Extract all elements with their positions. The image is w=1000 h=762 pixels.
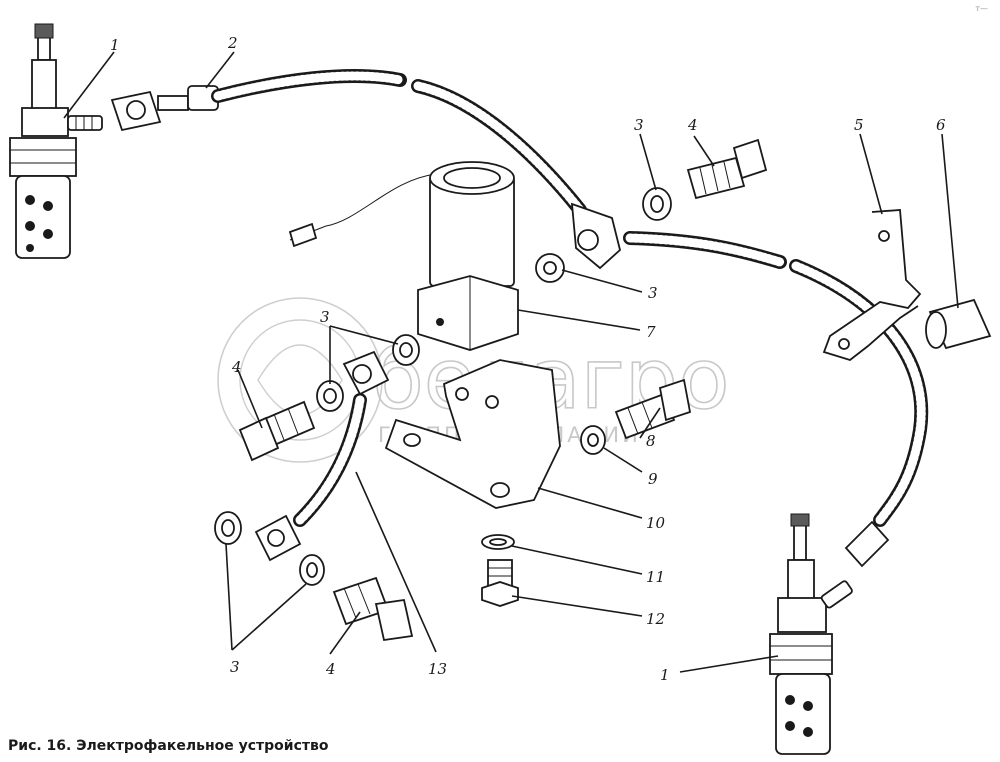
callout-8: 8 xyxy=(646,432,656,450)
banjo-bolt-top xyxy=(686,138,768,200)
leader-lines xyxy=(63,51,959,673)
spring-washer xyxy=(481,534,515,550)
callout-10: 10 xyxy=(646,514,666,532)
glow-plug-top xyxy=(9,23,103,259)
callout-7: 7 xyxy=(646,323,656,341)
callouts: 1 2 3 4 5 6 3 7 3 4 8 9 10 11 12 3 4 13 … xyxy=(110,34,946,684)
glow-plug-bottom xyxy=(769,513,853,755)
figure-caption: Рис. 16. Электрофакельное устройство xyxy=(8,738,329,754)
bolt xyxy=(614,378,692,440)
banjo-bolt-left xyxy=(238,400,316,462)
callout-9: 9 xyxy=(648,470,658,488)
callout-3-bottom: 3 xyxy=(230,658,240,676)
callout-4-left: 4 xyxy=(231,358,242,376)
callout-1-bottom: 1 xyxy=(660,666,670,684)
washers xyxy=(214,187,672,586)
solenoid-valve xyxy=(288,161,519,351)
callout-11: 11 xyxy=(646,568,665,586)
callout-12: 12 xyxy=(646,610,665,628)
callout-5: 5 xyxy=(854,116,864,134)
hose-clip xyxy=(925,298,992,350)
callout-3-top: 3 xyxy=(634,116,644,134)
fuel-hose-right xyxy=(789,259,929,568)
banjo-bolt-bottom xyxy=(332,576,414,642)
callout-1-top: 1 xyxy=(110,36,120,54)
bracket xyxy=(822,209,922,361)
callout-4-bottom: 4 xyxy=(325,660,336,678)
callout-2: 2 xyxy=(227,34,238,52)
callout-6: 6 xyxy=(936,116,946,134)
callout-3-mid: 3 xyxy=(648,284,658,302)
washer-9 xyxy=(580,425,606,455)
bent-fuel-pipe xyxy=(254,350,390,562)
corner-mark: т— xyxy=(975,4,988,13)
fuel-hose-upper xyxy=(110,69,787,270)
callout-3-left: 3 xyxy=(320,308,330,326)
callout-13: 13 xyxy=(428,660,447,678)
callout-4-top: 4 xyxy=(687,116,698,134)
small-bolt xyxy=(481,559,519,607)
mounting-bracket xyxy=(384,359,561,509)
